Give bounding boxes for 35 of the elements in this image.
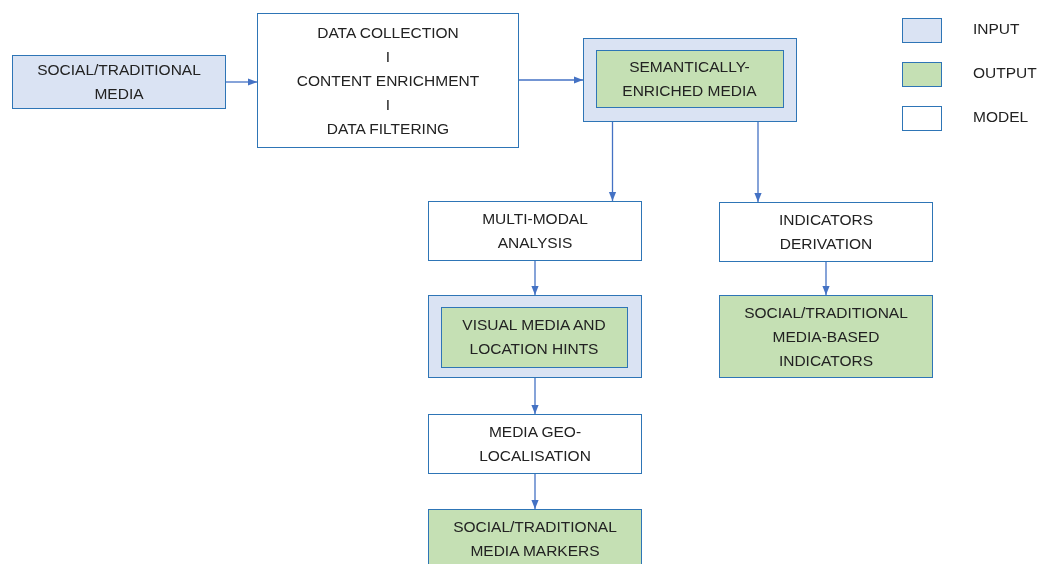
process-box xyxy=(719,202,933,262)
box-label: MEDIA GEO-LOCALISATION xyxy=(478,422,592,466)
box-label: VISUAL MEDIA AND LOCATION HINTS xyxy=(461,315,607,359)
box-label: SEMANTICALLY-ENRICHED MEDIA xyxy=(621,56,758,101)
process-box xyxy=(440,306,628,368)
arrow xyxy=(822,261,830,296)
process-box xyxy=(719,295,933,378)
arrow xyxy=(518,76,584,84)
process-box xyxy=(12,55,226,109)
arrow xyxy=(531,473,539,510)
arrow xyxy=(531,377,539,415)
arrow xyxy=(608,121,617,202)
legend-label: MODEL xyxy=(973,108,1029,126)
box-label: CONTENT ENRICHMENT xyxy=(295,70,481,91)
box-label: I xyxy=(384,46,392,67)
box-label: DATA COLLECTION xyxy=(316,22,460,43)
box-label: SOCIAL/TRADITIONAL MEDIA-BASED INDICATORS xyxy=(743,302,909,371)
legend-label: OUTPUT xyxy=(973,64,1037,82)
frame-box xyxy=(428,295,642,378)
arrow xyxy=(531,260,539,296)
arrow xyxy=(225,78,258,86)
process-box xyxy=(257,13,519,148)
box-label: MULTI-MODAL ANALYSIS xyxy=(481,209,589,253)
process-box xyxy=(428,201,642,261)
legend-label: INPUT xyxy=(973,20,1020,38)
box-label: SOCIAL/TRADITIONAL MEDIA xyxy=(36,60,202,104)
process-box xyxy=(595,49,784,108)
arrow xyxy=(754,121,762,203)
box-label: INDICATORS DERIVATION xyxy=(777,210,875,254)
process-box xyxy=(428,414,642,474)
process-box xyxy=(428,509,642,564)
frame-box xyxy=(583,38,797,122)
box-label: DATA FILTERING xyxy=(325,118,451,139)
box-label: SOCIAL/TRADITIONAL MEDIA MARKERS xyxy=(452,517,618,561)
box-label: I xyxy=(384,94,392,115)
